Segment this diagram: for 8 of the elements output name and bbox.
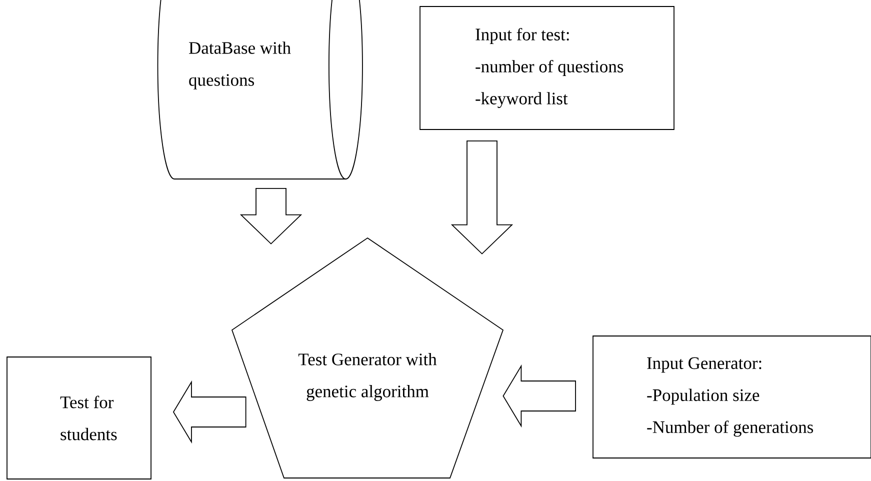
block-arrow: [240, 188, 302, 244]
block-arrow: [172, 380, 246, 444]
output-box: Test for students: [6, 356, 152, 480]
block-arrow: [450, 140, 514, 254]
database-cylinder: DataBase with questions: [157, 0, 363, 180]
block-arrow: [502, 364, 576, 428]
input-box: Input for test: -number of questions -keyword list: [420, 6, 674, 130]
input-box: Input Generator: -Population size -Number of generations: [592, 336, 871, 458]
